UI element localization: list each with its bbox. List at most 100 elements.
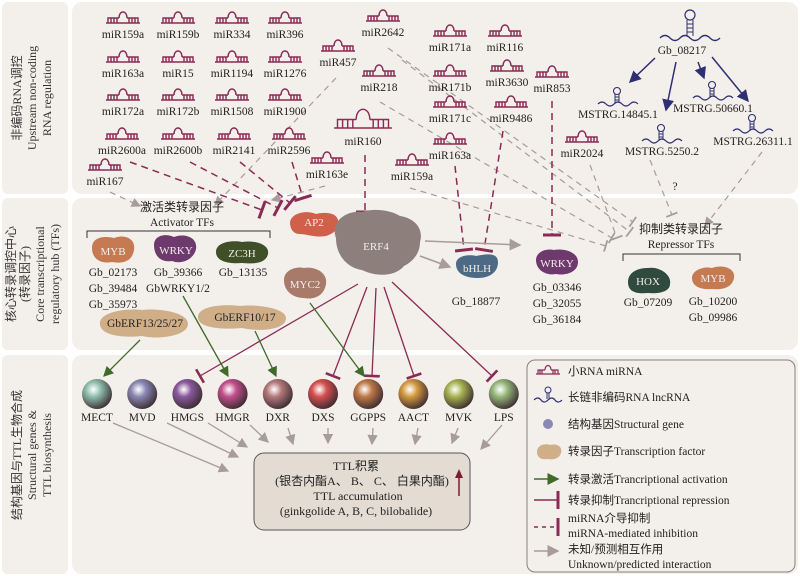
ttl-accumulation-box[interactable]: TTL积累 (银杏内酯A、 B、 C、 白果内酯) TTL accumulati… — [253, 452, 471, 531]
mirna-miR163a[interactable]: miR163a — [102, 50, 144, 80]
tf-wrky-repressed[interactable]: WRKY Gb_03346 Gb_32055 Gb_36184 — [533, 249, 582, 326]
legend-item: miRNA介导抑制 miRNA-mediated inhibition — [534, 511, 698, 540]
mirna-miR457[interactable]: miR457 — [319, 39, 357, 69]
mirna-icon — [161, 11, 195, 24]
mirna-miR2596[interactable]: miR2596 — [268, 127, 311, 157]
tf-myb-activator[interactable]: MYB Gb_02173 Gb_39484 Gb_35973 — [89, 236, 138, 312]
edge-unknown — [207, 422, 249, 448]
tf-wrky-activator[interactable]: WRKY Gb_39366 GbWRKY1/2 — [146, 235, 210, 295]
lncrna-stem — [546, 393, 550, 399]
structural-gene-AACT[interactable]: AACT — [398, 379, 429, 424]
mirna-miR171a[interactable]: miR171a — [429, 24, 471, 54]
mirna-miR334[interactable]: miR334 — [213, 11, 251, 41]
mirna-miR15[interactable]: miR15 — [161, 50, 195, 80]
mirna-miR172b[interactable]: miR172b — [157, 88, 200, 118]
structural-gene-HMGR[interactable]: HMGR — [215, 379, 250, 424]
structural-gene-LPS[interactable]: LPS — [488, 379, 519, 424]
structural-gene-icon — [353, 379, 384, 409]
structural-gene-DXS[interactable]: DXS — [308, 379, 338, 424]
legend: 小RNA miRNA 长链非编码RNA lncRNA 结构基因Structura… — [526, 359, 796, 573]
mirna-icon — [161, 50, 195, 63]
structural-gene-icon — [398, 379, 429, 409]
mirna-miR171c[interactable]: miR171c — [429, 95, 471, 125]
mirna-label: miR9486 — [490, 113, 533, 125]
mirna-miR171b[interactable]: miR171b — [429, 64, 472, 94]
structural-gene-MECT[interactable]: MECT — [81, 379, 113, 424]
mirna-miR159b[interactable]: miR159b — [157, 11, 200, 41]
tf-myb-repressor[interactable]: MYB Gb_10200 Gb_09986 — [689, 266, 738, 324]
lncrna-target[interactable]: MSTRG.5250.2 — [625, 123, 699, 159]
mirna-miR2024[interactable]: miR2024 — [561, 130, 604, 160]
mirna-miR2141[interactable]: miR2141 — [213, 127, 256, 157]
tf-hox[interactable]: HOX Gb_07209 — [624, 267, 673, 309]
mirna-miR163e[interactable]: miR163e — [306, 151, 348, 181]
transcription-factor-icon — [216, 241, 269, 264]
mirna-miR2600b[interactable]: miR2600b — [154, 127, 203, 157]
lncrna-icon — [659, 34, 721, 42]
tf-myc2[interactable]: MYC2 — [284, 267, 327, 299]
tf-gberf10[interactable]: GbERF10/17 — [197, 305, 286, 330]
lncrna-target[interactable]: MSTRG.50660.1 — [673, 80, 753, 116]
erf4-unknown-edges — [419, 238, 522, 270]
tf-name: MYB — [100, 246, 125, 258]
gene-id: Gb_39366 — [154, 267, 203, 279]
tf-erf4[interactable]: ERF4 — [334, 209, 421, 275]
legend-label: Unknown/predicted interaction — [568, 559, 712, 571]
structural-gene-icon — [488, 379, 519, 409]
mirna-label: miR159a — [391, 171, 433, 183]
mirna-miR159a[interactable]: miR159a — [102, 11, 144, 41]
mirna-miR159a[interactable]: miR159a — [391, 153, 433, 183]
legend-item: 转录激活Trancriptional activation — [534, 472, 728, 486]
mirna-miR2600a[interactable]: miR2600a — [98, 127, 146, 157]
mirna-miR1194[interactable]: miR1194 — [211, 50, 254, 80]
section-title-zh: 非编码RNA调控 — [9, 55, 24, 140]
mirna-icon — [217, 127, 251, 140]
mirna-miR160[interactable]: miR160 — [334, 108, 392, 148]
structural-gene-icon — [217, 379, 248, 409]
mirna-label: miR1276 — [264, 68, 307, 80]
mirna-miR1276[interactable]: miR1276 — [264, 50, 307, 80]
mirna-miR396[interactable]: miR396 — [266, 11, 304, 41]
structural-gene-DXR[interactable]: DXR — [262, 379, 293, 424]
lncrna-target[interactable]: MSTRG.14845.1 — [578, 86, 658, 122]
tf-ap2[interactable]: AP2 — [290, 212, 339, 237]
mirna-miR167[interactable]: miR167 — [86, 158, 124, 188]
mirna-miR1900[interactable]: miR1900 — [264, 88, 307, 118]
tf-gberf13[interactable]: GbERF13/25/27 — [99, 309, 188, 338]
mirna-miR163a[interactable]: miR163a — [429, 132, 471, 162]
mirna-miR3630[interactable]: miR3630 — [486, 59, 529, 89]
mirna-miR116[interactable]: miR116 — [487, 24, 524, 54]
lncrna-source[interactable]: Gb_08217 — [658, 9, 721, 57]
mirna-miR218[interactable]: miR218 — [360, 64, 398, 94]
structural-gene-HMGS[interactable]: HMGS — [171, 379, 204, 424]
mirna-miR853[interactable]: miR853 — [533, 65, 571, 95]
structural-gene-label: AACT — [398, 412, 429, 424]
edge-mirna-inhibition — [239, 161, 297, 211]
lncrna-target[interactable]: MSTRG.26311.1 — [713, 113, 793, 149]
mirna-icon — [215, 88, 249, 101]
tf-bhlh[interactable]: bHLH Gb_18877 — [452, 254, 501, 308]
mirna-miR1508[interactable]: miR1508 — [211, 88, 254, 118]
transcription-factor-icon — [628, 267, 671, 294]
edge-lncrna — [711, 56, 749, 103]
tf-name: MYC2 — [290, 279, 321, 291]
mirna-icon — [215, 50, 249, 63]
edge-repression — [383, 286, 422, 380]
mirna-miR172a[interactable]: miR172a — [102, 88, 144, 118]
structural-gene-MVK[interactable]: MVK — [443, 379, 474, 424]
panel-ncrna — [72, 2, 798, 194]
mirna-miR9486[interactable]: miR9486 — [490, 95, 533, 125]
tf-name: GbERF13/25/27 — [107, 318, 183, 330]
mirna-miR2642[interactable]: miR2642 — [362, 9, 405, 39]
tf-name: WRKY — [540, 258, 574, 270]
tf-zc3h-activator[interactable]: ZC3H Gb_13135 — [216, 241, 269, 279]
ttl-box — [253, 452, 471, 531]
lncrna-icon — [692, 80, 734, 101]
mirna-icon — [433, 24, 467, 37]
structural-gene-GGPPS[interactable]: GGPPS — [350, 379, 386, 424]
structural-gene-MVD[interactable]: MVD — [127, 379, 158, 424]
hairpin-stem — [686, 20, 694, 36]
hairpin-loop — [684, 9, 696, 21]
